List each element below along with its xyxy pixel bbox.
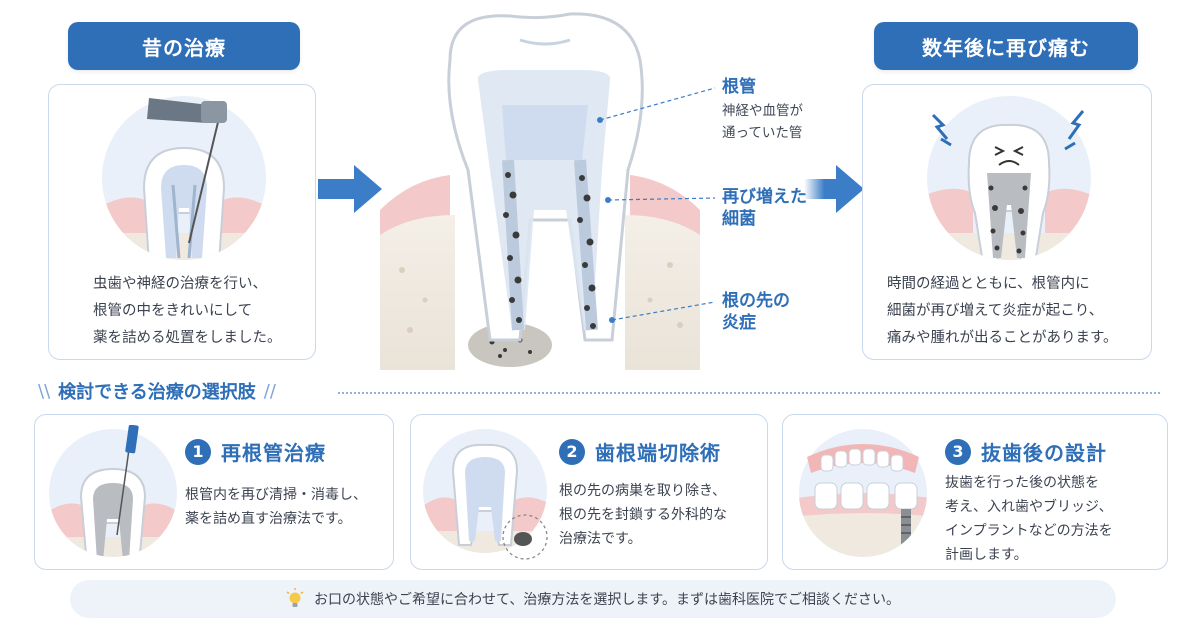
treatment-options-heading: \\ 検討できる治療の選択肢 // [38, 380, 276, 404]
option-desc-apicoectomy: 根の先の病巣を取り除き、 根の先を封鎖する外科的な 治療法です。 [559, 483, 727, 547]
apicoectomy-illustration [423, 429, 548, 560]
option-desc-retreatment: 根管内を再び清掃・消毒し、 薬を詰め直す治療法です。 [185, 487, 367, 527]
flow-arrow-right-icon [318, 165, 382, 213]
recurrent-pain-description: 時間の経過とともに、根管内に 細菌が再び増えて炎症が起こり、 痛みや腫れが出るこ… [887, 276, 1118, 346]
tooth-cross-section-illustration [380, 12, 700, 370]
retreatment-illustration [49, 425, 177, 557]
past-treatment-illustration [102, 96, 266, 260]
bacteria-label: 再び増えた 細菌 [722, 187, 807, 229]
past-treatment-description: 虫歯や神経の治療を行い、 根管の中をきれいにして 薬を詰める処置をしました。 [93, 276, 282, 346]
root-canal-label: 根管 神経や血管が 通っていた管 [722, 77, 803, 141]
option-head-apicoectomy: 2 歯根端切除術 [559, 437, 721, 466]
section-divider [338, 392, 1160, 394]
option-card-post-extraction-plan: 3 抜歯後の設計 抜歯を行った後の状態を 考え、入れ歯やブリッジ、 インプラント… [782, 414, 1168, 570]
past-treatment-header: 昔の治療 [68, 22, 300, 70]
footer-note: お口の状態やご希望に合わせて、治療方法を選択します。まずは歯科医院でご相談くださ… [70, 580, 1116, 618]
lightbulb-icon [286, 588, 304, 607]
number-badge: 1 [185, 438, 211, 465]
option-head-retreatment: 1 再根管治療 [185, 437, 326, 466]
recurrent-pain-panel: 時間の経過とともに、根管内に 細菌が再び増えて炎症が起こり、 痛みや腫れが出るこ… [862, 84, 1152, 360]
prosthesis-illustration [799, 429, 927, 557]
label-leader-lines [597, 87, 716, 323]
flow-arrow-right-icon [804, 165, 864, 213]
painful-tooth-illustration [927, 96, 1091, 260]
option-card-retreatment: 1 再根管治療 根管内を再び清掃・消毒し、 薬を詰め直す治療法です。 [34, 414, 394, 570]
number-badge: 3 [945, 438, 971, 465]
apical-inflammation-label: 根の先の 炎症 [722, 291, 790, 333]
recurrent-pain-header: 数年後に再び痛む [874, 22, 1138, 70]
number-badge: 2 [559, 438, 585, 465]
past-treatment-panel: 虫歯や神経の治療を行い、 根管の中をきれいにして 薬を詰める処置をしました。 [48, 84, 316, 360]
option-desc-post-extraction-plan: 抜歯を行った後の状態を 考え、入れ歯やブリッジ、 インプラントなどの方法を 計画… [945, 475, 1113, 563]
option-card-apicoectomy: 2 歯根端切除術 根の先の病巣を取り除き、 根の先を封鎖する外科的な 治療法です… [410, 414, 768, 570]
option-head-post-extraction-plan: 3 抜歯後の設計 [945, 437, 1107, 466]
